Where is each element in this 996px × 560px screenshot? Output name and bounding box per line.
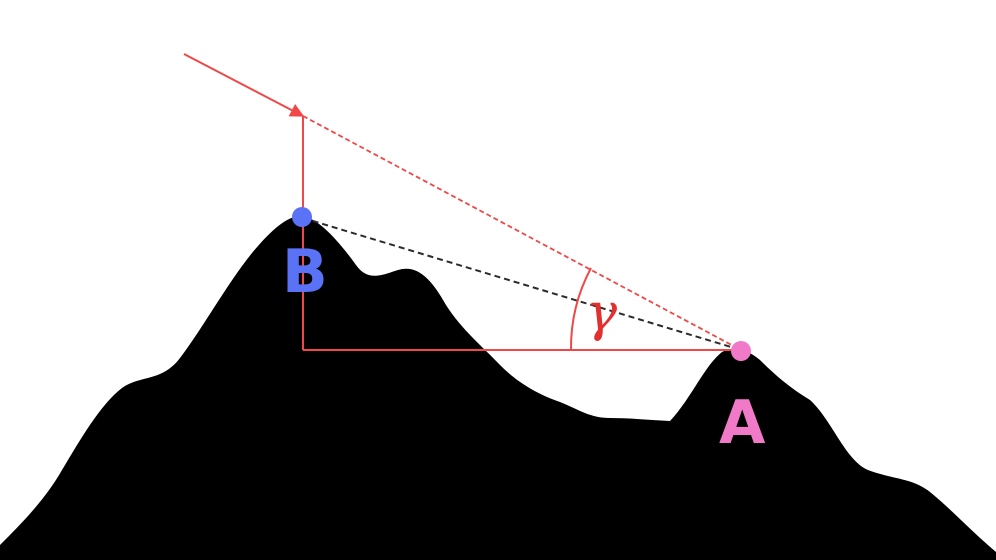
angle-label: γ: [586, 283, 618, 343]
sightline-b-to-a: [302, 217, 742, 351]
incident-ray: [183, 53, 305, 117]
point-a-label: A: [719, 388, 766, 458]
mountain-silhouette: [0, 215, 996, 560]
point-b-marker: [292, 207, 312, 227]
point-a-marker: [731, 341, 751, 361]
angle-arc: [569, 267, 592, 351]
point-b-label: B: [282, 237, 328, 307]
dashed-ray-line: [302, 115, 742, 351]
